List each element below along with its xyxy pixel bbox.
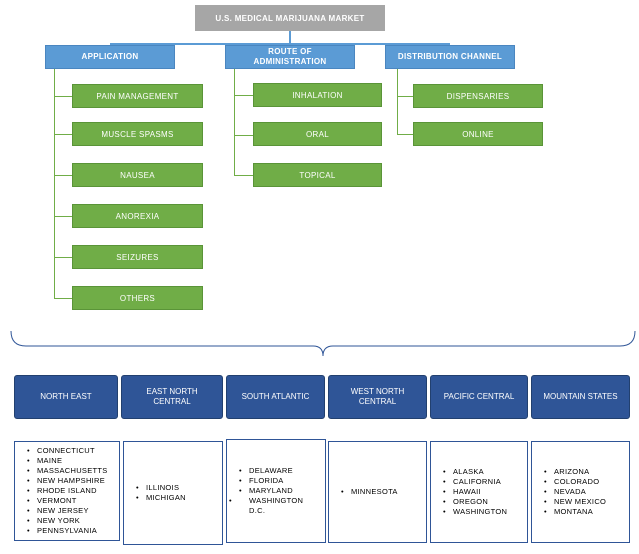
state-item: MICHIGAN <box>136 493 186 503</box>
connector-line <box>110 43 450 45</box>
state-item: MAINE <box>27 456 108 466</box>
application-item: NAUSEA <box>72 163 203 187</box>
tree-line <box>54 175 72 176</box>
state-list-west-north-central: MINNESOTA <box>328 441 427 543</box>
state-list: MINNESOTA <box>341 487 398 497</box>
state-item: RHODE ISLAND <box>27 486 108 496</box>
diagram-title: U.S. MEDICAL MARIJUANA MARKET <box>195 5 385 31</box>
route-item: TOPICAL <box>253 163 382 187</box>
state-item: DELAWARE <box>239 466 317 476</box>
state-item: WASHINGTON D.C. <box>239 496 317 516</box>
region-pacific-central: PACIFIC CENTRAL <box>430 375 528 419</box>
route-item: INHALATION <box>253 83 382 107</box>
region-mountain-states: MOUNTAIN STATES <box>531 375 630 419</box>
connector-line <box>289 31 291 44</box>
region-north-east: NORTH EAST <box>14 375 118 419</box>
application-item: PAIN MANAGEMENT <box>72 84 203 108</box>
state-list: DELAWARE FLORIDA MARYLAND WASHINGTON D.C… <box>239 466 317 516</box>
tree-line <box>54 298 72 299</box>
region-east-north-central: EAST NORTH CENTRAL <box>121 375 223 419</box>
state-list: ILLINOIS MICHIGAN <box>136 483 186 503</box>
state-item: NEW HAMPSHIRE <box>27 476 108 486</box>
application-item: ANOREXIA <box>72 204 203 228</box>
tree-line <box>234 69 235 176</box>
state-item: CALIFORNIA <box>443 477 507 487</box>
tree-line <box>54 96 72 97</box>
tree-line <box>54 134 72 135</box>
state-list-pacific-central: ALASKA CALIFORNIA HAWAII OREGON WASHINGT… <box>430 441 528 543</box>
state-item: NEVADA <box>544 487 606 497</box>
state-item: NEW MEXICO <box>544 497 606 507</box>
state-item: MASSACHUSETTS <box>27 466 108 476</box>
tree-line <box>234 95 253 96</box>
state-item: VERMONT <box>27 496 108 506</box>
state-item: COLORADO <box>544 477 606 487</box>
tree-line <box>54 257 72 258</box>
state-item: MONTANA <box>544 507 606 517</box>
state-item: FLORIDA <box>239 476 317 486</box>
state-list-mountain-states: ARIZONA COLORADO NEVADA NEW MEXICO MONTA… <box>531 441 630 543</box>
application-item: OTHERS <box>72 286 203 310</box>
tree-line <box>397 96 413 97</box>
state-list-east-north-central: ILLINOIS MICHIGAN <box>123 441 223 545</box>
distribution-item: ONLINE <box>413 122 543 146</box>
category-application: APPLICATION <box>45 45 175 69</box>
state-list: CONNECTICUT MAINE MASSACHUSETTS NEW HAMP… <box>27 446 108 536</box>
tree-line <box>234 175 253 176</box>
state-list-south-atlantic: DELAWARE FLORIDA MARYLAND WASHINGTON D.C… <box>226 439 326 543</box>
region-west-north-central: WEST NORTH CENTRAL <box>328 375 427 419</box>
tree-line <box>54 216 72 217</box>
state-item: ALASKA <box>443 467 507 477</box>
state-item: NEW JERSEY <box>27 506 108 516</box>
category-route-of-administration: ROUTE OF ADMINISTRATION <box>225 45 355 69</box>
route-item: ORAL <box>253 122 382 146</box>
state-item: ILLINOIS <box>136 483 186 493</box>
state-item: WASHINGTON <box>443 507 507 517</box>
state-item: HAWAII <box>443 487 507 497</box>
state-item: ARIZONA <box>544 467 606 477</box>
tree-line <box>397 134 413 135</box>
state-item: NEW YORK <box>27 516 108 526</box>
tree-line <box>234 135 253 136</box>
application-item: SEIZURES <box>72 245 203 269</box>
region-south-atlantic: SOUTH ATLANTIC <box>226 375 325 419</box>
state-item: CONNECTICUT <box>27 446 108 456</box>
state-list-north-east: CONNECTICUT MAINE MASSACHUSETTS NEW HAMP… <box>14 441 120 541</box>
state-item: MARYLAND <box>239 486 317 496</box>
state-item: MINNESOTA <box>341 487 398 497</box>
state-item: OREGON <box>443 497 507 507</box>
category-distribution-channel: DISTRIBUTION CHANNEL <box>385 45 515 69</box>
state-item: PENNSYLVANIA <box>27 526 108 536</box>
tree-line <box>397 69 398 135</box>
tree-line <box>54 69 55 298</box>
distribution-item: DISPENSARIES <box>413 84 543 108</box>
application-item: MUSCLE SPASMS <box>72 122 203 146</box>
region-brace <box>10 330 636 357</box>
state-list: ALASKA CALIFORNIA HAWAII OREGON WASHINGT… <box>443 467 507 517</box>
state-list: ARIZONA COLORADO NEVADA NEW MEXICO MONTA… <box>544 467 606 517</box>
